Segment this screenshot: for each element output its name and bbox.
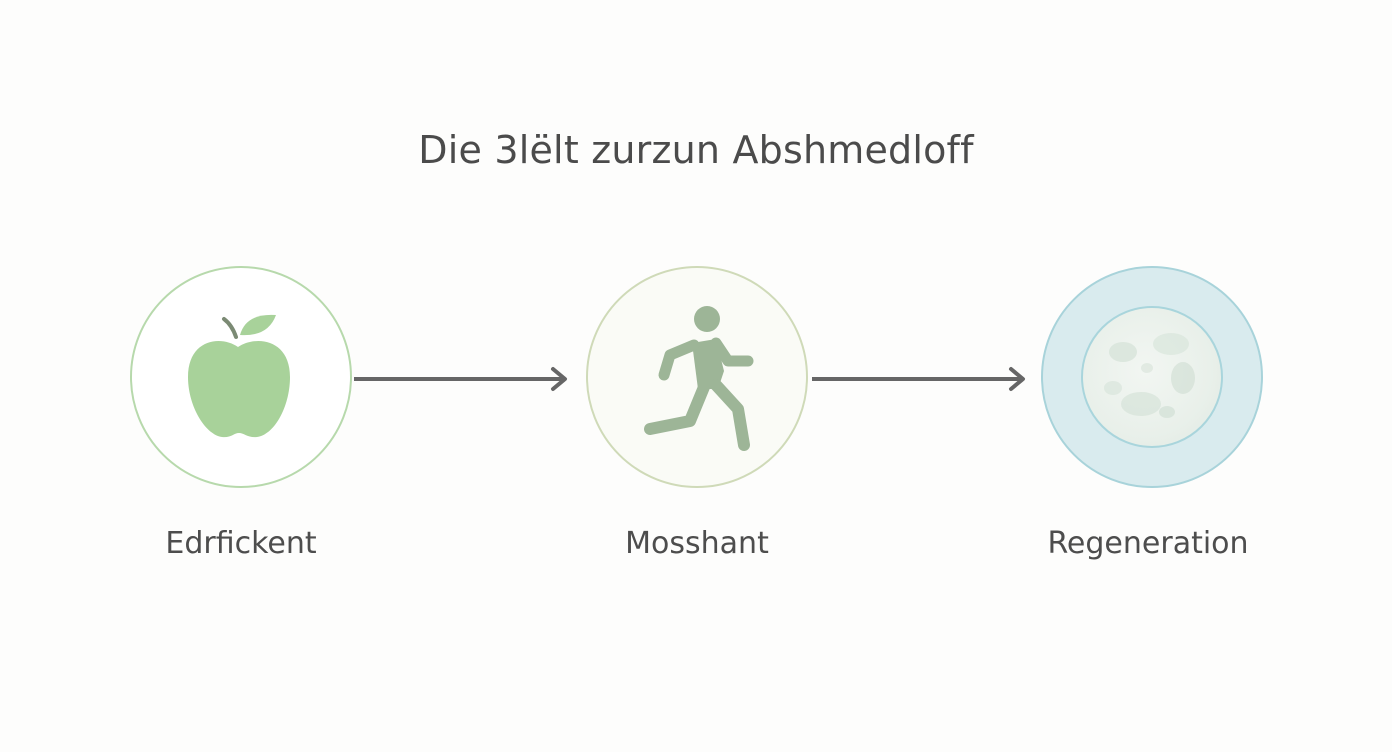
step-1-circle [130, 266, 352, 488]
step-1-label: Edrfickent [165, 526, 317, 561]
moon-icon [1081, 306, 1223, 448]
step-2-circle [586, 266, 808, 488]
running-person-icon [644, 306, 754, 451]
step-3-label: Regeneration [1047, 526, 1249, 561]
step-3-circle [1041, 266, 1263, 488]
apple-icon [188, 314, 290, 438]
step-2-label: Mosshant [625, 526, 769, 561]
diagram-title: Die 3lëlt zurzun Abshmedloff [418, 128, 974, 172]
arrow-1 [354, 367, 567, 391]
arrow-2 [812, 367, 1025, 391]
